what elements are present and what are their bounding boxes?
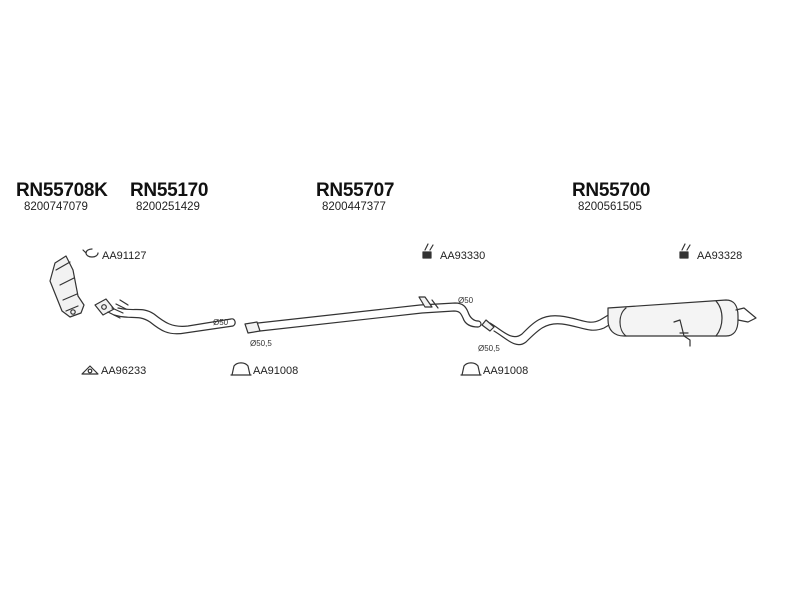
oem-number-rn55707: 8200447377 [322,201,386,213]
clamp-icon-2 [460,362,482,376]
rear-silencer-drawing [481,299,757,347]
dimension-label-4: Ø50,5 [478,344,500,353]
accessory-label-gasket-front: AA96233 [101,365,147,377]
gasket-icon [81,365,99,375]
accessory-label-clamp-cat: AA91127 [102,250,147,262]
oem-number-rn55700: 8200561505 [578,201,642,213]
catalytic-converter-drawing [49,255,85,318]
oem-number-rn55708k: 8200747079 [24,201,88,213]
dimension-label-1: Ø50 [213,318,229,327]
part-number-rn55707: RN55707 [316,180,395,201]
part-number-rn55708k: RN55708K [16,180,108,201]
front-pipe-drawing [94,298,236,335]
accessory-label-hanger-mid: AA93330 [440,250,486,262]
accessory-label-clamp-mid2: AA91008 [483,365,529,377]
oem-number-rn55170: 8200251429 [136,201,200,213]
hanger-icon-rear [679,243,691,259]
clamp-icon-1 [230,362,252,376]
middle-pipe-drawing [244,296,482,334]
part-number-rn55700: RN55700 [572,180,651,201]
accessory-label-hanger-rear: AA93328 [697,250,743,262]
dimension-label-3: Ø50 [458,296,474,305]
hanger-icon-mid [422,243,434,259]
clamp-icon [82,248,99,258]
accessory-label-clamp-mid1: AA91008 [253,365,299,377]
part-number-rn55170: RN55170 [130,180,209,201]
dimension-label-2: Ø50,5 [250,339,272,348]
